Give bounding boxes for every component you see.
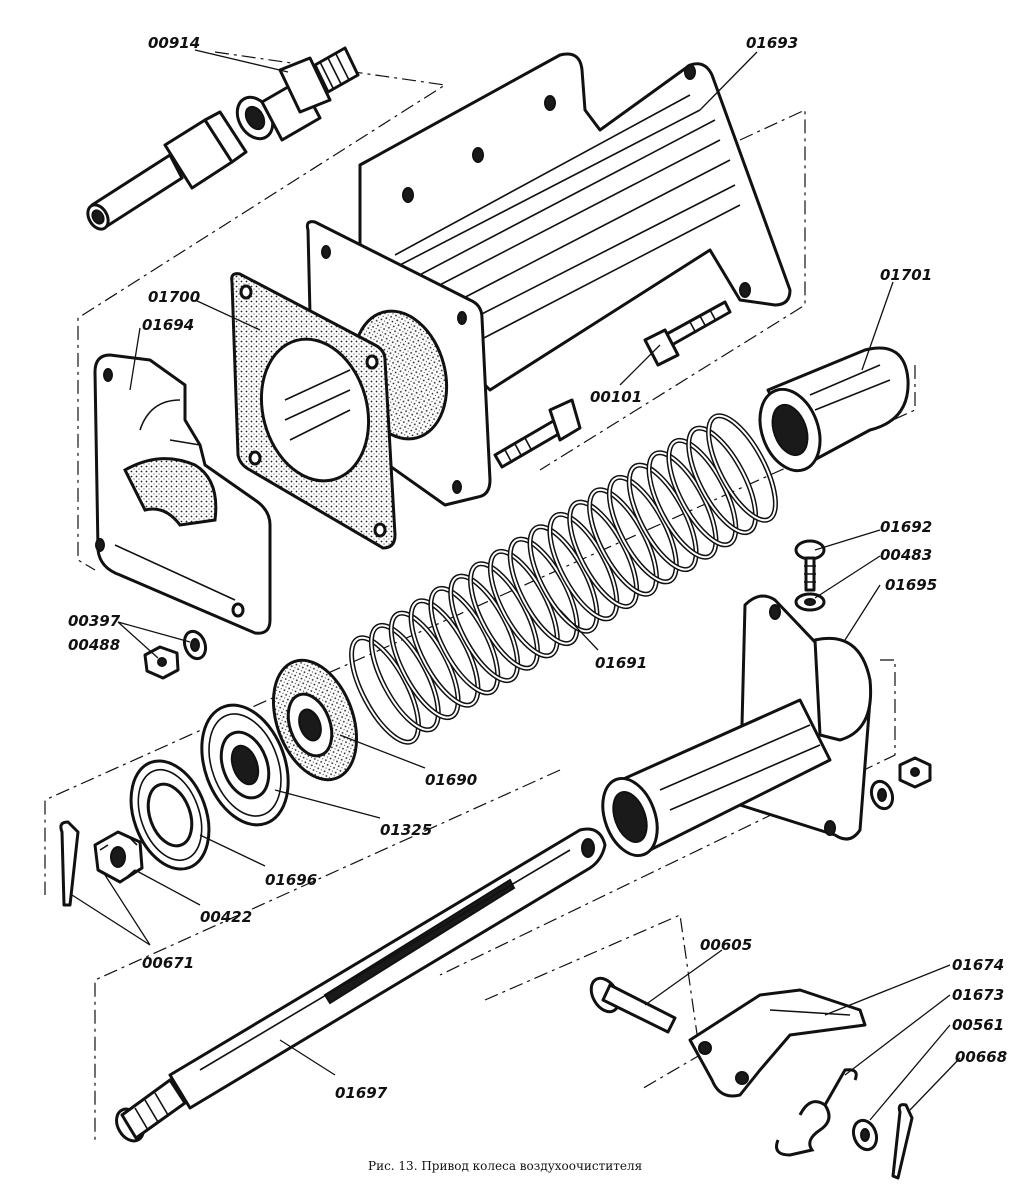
spring-coil <box>588 488 658 596</box>
label-00101: 00101 <box>590 388 642 406</box>
spring-coil <box>509 538 579 645</box>
spring-coil <box>350 636 420 744</box>
washer-00488 <box>182 629 208 661</box>
spring-coil <box>667 439 737 546</box>
spring-coil <box>370 624 440 731</box>
spring-coil <box>568 501 638 608</box>
label-00605: 00605 <box>700 936 752 954</box>
spring-coil <box>469 562 539 670</box>
bolt-center <box>493 398 582 469</box>
spring-coil <box>529 525 598 633</box>
spring-coil <box>548 513 618 620</box>
spring-coil <box>429 587 499 694</box>
flange-sleeve-01695 <box>601 594 873 858</box>
fitting-00914 <box>86 46 360 231</box>
spring-coil <box>648 451 717 559</box>
label-01700: 01700 <box>148 288 200 306</box>
bushing-01701 <box>758 346 910 473</box>
spring-01691 <box>349 413 778 745</box>
castle-nut-00422 <box>93 830 144 884</box>
screw-01692 <box>794 539 826 592</box>
spring-01673 <box>775 1068 858 1157</box>
washer-right <box>869 779 895 811</box>
assembly-axis-lines <box>44 51 916 1140</box>
spring-coil <box>489 550 559 657</box>
figure-caption: Рис. 13. Привод колеса воздухоочистителя <box>368 1159 642 1173</box>
label-00488: 00488 <box>68 636 120 654</box>
nut-right <box>898 756 932 789</box>
label-00668: 00668 <box>955 1048 1007 1066</box>
label-00422: 00422 <box>200 908 252 926</box>
label-01692: 01692 <box>880 518 932 536</box>
bearing-01325 <box>200 703 290 827</box>
label-01690: 01690 <box>425 771 477 789</box>
label-01694: 01694 <box>142 316 194 334</box>
spring-coil <box>449 575 519 682</box>
label-01325: 01325 <box>380 821 432 839</box>
label-01695: 01695 <box>885 576 937 594</box>
spring-coil <box>410 599 479 707</box>
pin-00605 <box>589 976 677 1034</box>
label-01701: 01701 <box>880 266 932 284</box>
spring-coil <box>687 427 757 534</box>
label-00914: 00914 <box>148 34 200 52</box>
label-00483: 00483 <box>880 546 932 564</box>
washer-00483 <box>794 592 826 612</box>
cotter-pin-00671 <box>59 820 80 907</box>
spring-coil <box>628 464 698 571</box>
bracket-01694 <box>93 353 272 635</box>
label-01673: 01673 <box>952 986 1004 1004</box>
part-labels: 00914 01693 01700 01694 01701 00101 0169… <box>68 34 1007 1102</box>
spring-coil <box>390 612 460 719</box>
nut-00397 <box>143 645 180 680</box>
label-00671: 00671 <box>142 954 194 972</box>
leader-lines <box>71 49 961 1121</box>
label-01693: 01693 <box>746 34 798 52</box>
shaft-01697 <box>115 827 607 1143</box>
label-00561: 00561 <box>952 1016 1004 1034</box>
seat-01690 <box>271 658 359 782</box>
spring-coil <box>707 414 777 522</box>
label-01697: 01697 <box>335 1084 388 1102</box>
washer-00561 <box>851 1118 879 1152</box>
label-01691: 01691 <box>595 654 647 672</box>
bolt-00101 <box>643 300 732 367</box>
lever-01674 <box>688 988 867 1098</box>
gasket-01700 <box>230 272 397 550</box>
label-01674: 01674 <box>952 956 1004 974</box>
label-00397: 00397 <box>68 612 121 630</box>
cotter-pin-00668 <box>891 1103 914 1180</box>
label-01696: 01696 <box>265 871 317 889</box>
bearing-01696 <box>129 759 211 871</box>
spring-coil <box>608 476 678 583</box>
